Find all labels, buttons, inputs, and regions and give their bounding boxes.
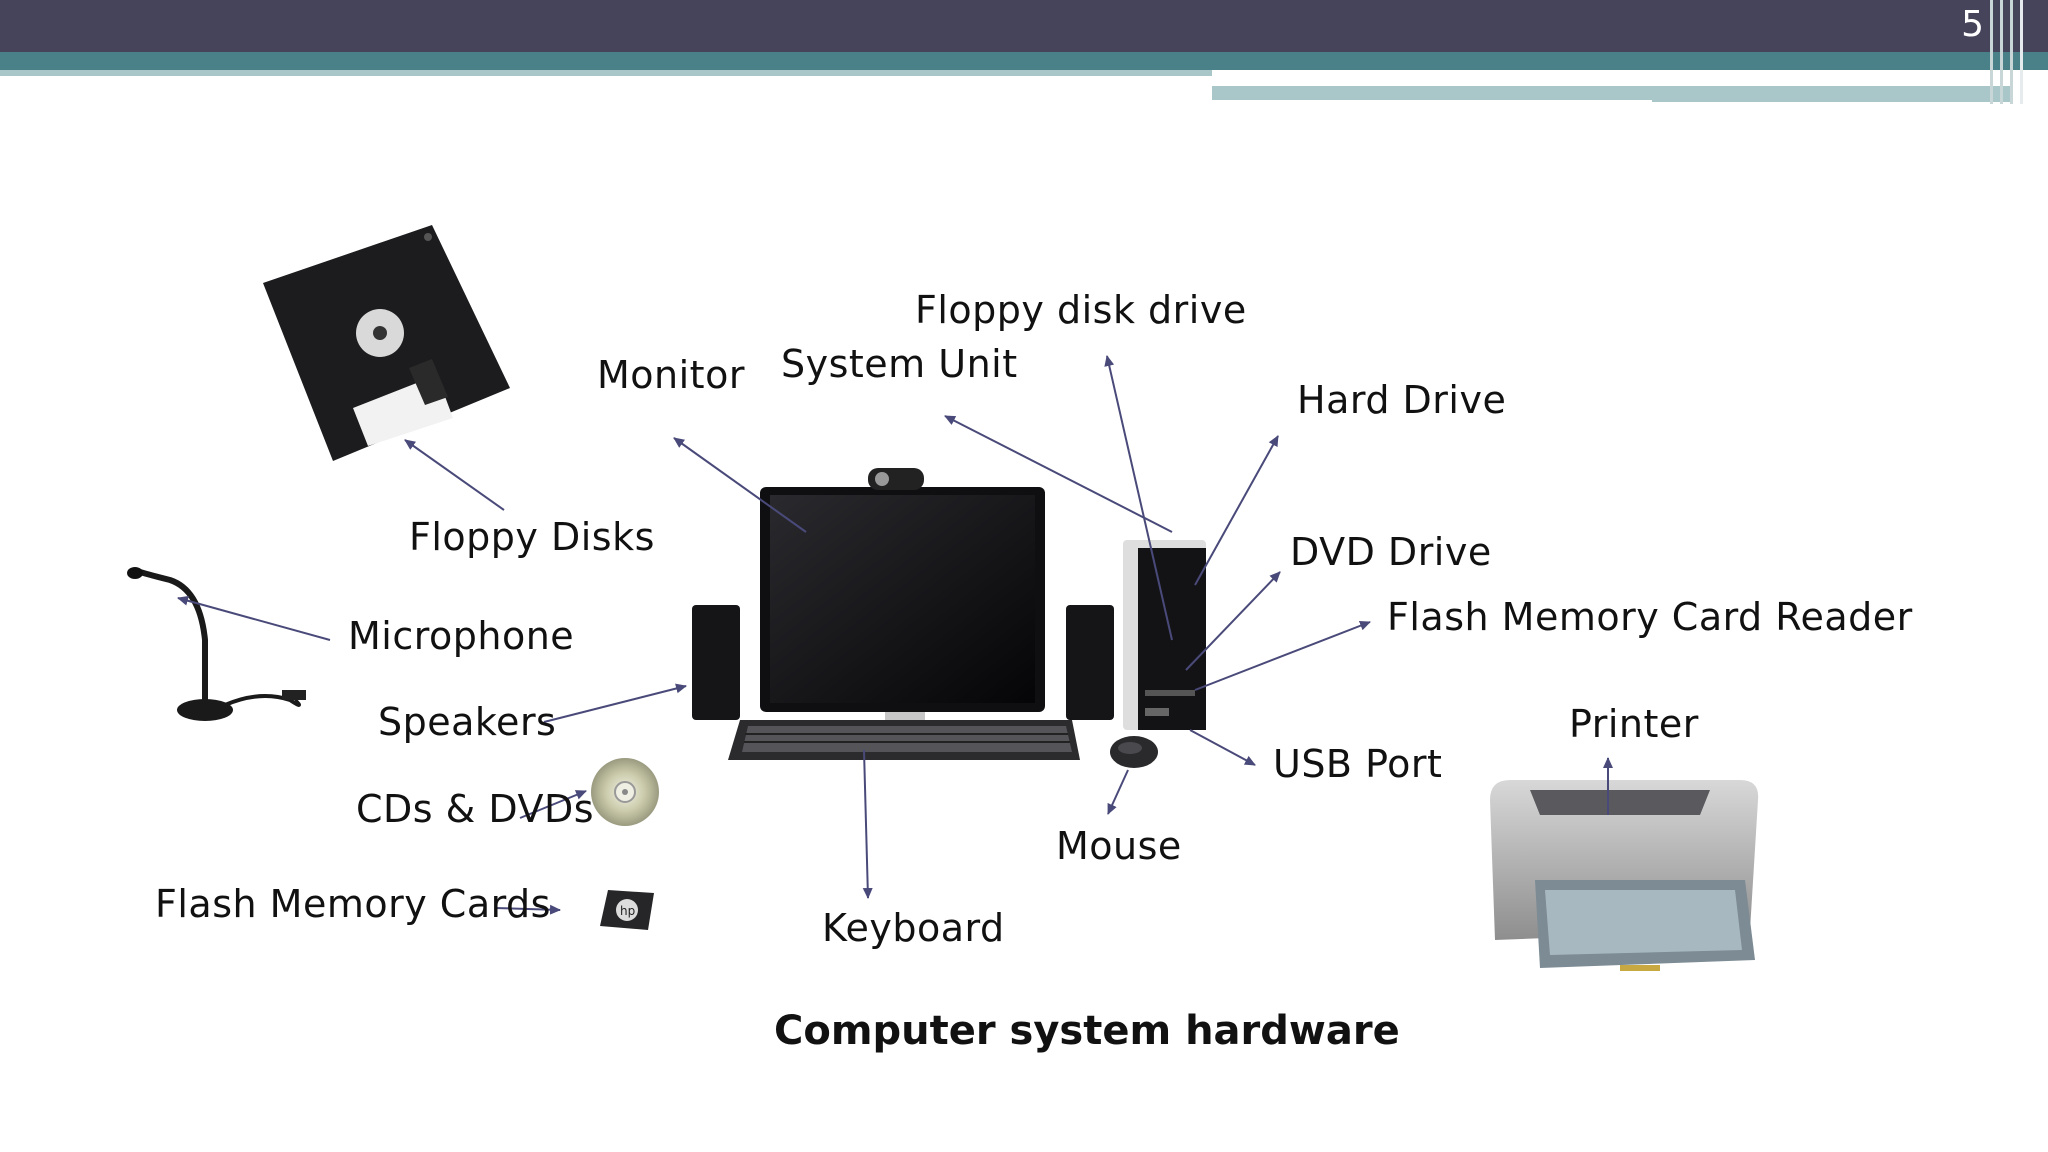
- header-stripe: [2010, 0, 2013, 104]
- header-band-light: [0, 70, 1212, 76]
- header-stripe: [2000, 0, 2003, 104]
- diagram-caption: Computer system hardware: [774, 1008, 1400, 1054]
- label-microphone: Microphone: [348, 614, 575, 658]
- label-system-unit: System Unit: [781, 342, 1018, 386]
- label-floppy-disks: Floppy Disks: [409, 515, 655, 559]
- speakers-image: [692, 605, 1114, 720]
- label-dvd-drive: DVD Drive: [1290, 530, 1492, 574]
- header-band-right-line: [1212, 100, 1652, 104]
- mouse-image: [1110, 736, 1158, 768]
- cd-image: [591, 758, 659, 826]
- label-mouse: Mouse: [1056, 824, 1182, 868]
- arrow-group: [177, 355, 1613, 915]
- label-flash-memory-cards: Flash Memory Cards: [155, 882, 551, 926]
- label-usb-port: USB Port: [1273, 742, 1443, 786]
- header-band-right-light: [1212, 86, 2012, 102]
- monitor-image: [760, 468, 1045, 740]
- label-floppy-disk-drive: Floppy disk drive: [915, 288, 1247, 332]
- label-keyboard: Keyboard: [822, 906, 1005, 950]
- slide-number: 5: [1961, 4, 1984, 45]
- system-unit-image: [1123, 540, 1206, 730]
- label-printer: Printer: [1569, 702, 1699, 746]
- label-monitor: Monitor: [597, 353, 745, 397]
- printer-image: [1490, 780, 1759, 971]
- label-flash-memory-card-reader: Flash Memory Card Reader: [1387, 595, 1913, 639]
- header-stripe: [1990, 0, 1993, 104]
- header-stripe: [2020, 0, 2023, 104]
- floppy-disk-image: [263, 225, 510, 461]
- header-band-teal: [0, 52, 2048, 70]
- keyboard-image: [728, 720, 1080, 760]
- flash-memory-card-image: hp: [600, 890, 654, 930]
- microphone-image: [127, 567, 306, 721]
- label-hard-drive: Hard Drive: [1297, 378, 1507, 422]
- svg-text:hp: hp: [620, 904, 635, 918]
- label-speakers: Speakers: [378, 700, 557, 744]
- header-band-dark: [0, 0, 2048, 52]
- header-band-right-white: [1212, 74, 2012, 86]
- label-cds-dvds: CDs & DVDs: [356, 787, 595, 831]
